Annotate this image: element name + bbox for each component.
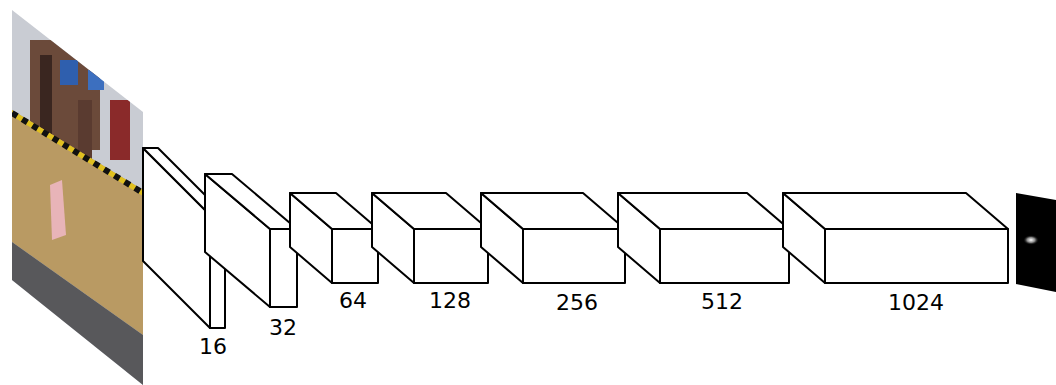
channel-count: 16 [199,336,227,358]
channel-count: 512 [701,291,743,313]
conv-block [205,174,297,307]
conv-block [290,193,378,283]
conv-block [481,193,625,283]
output-map [1016,193,1056,292]
channel-count: 32 [269,317,297,339]
input-photo [0,0,150,385]
conv-block [618,193,789,283]
channel-count: 256 [556,292,598,314]
channel-count: 128 [429,290,471,312]
conv-block [783,193,1008,283]
channel-count: 1024 [888,292,944,314]
channel-count: 64 [339,290,367,312]
conv-block [372,193,488,283]
